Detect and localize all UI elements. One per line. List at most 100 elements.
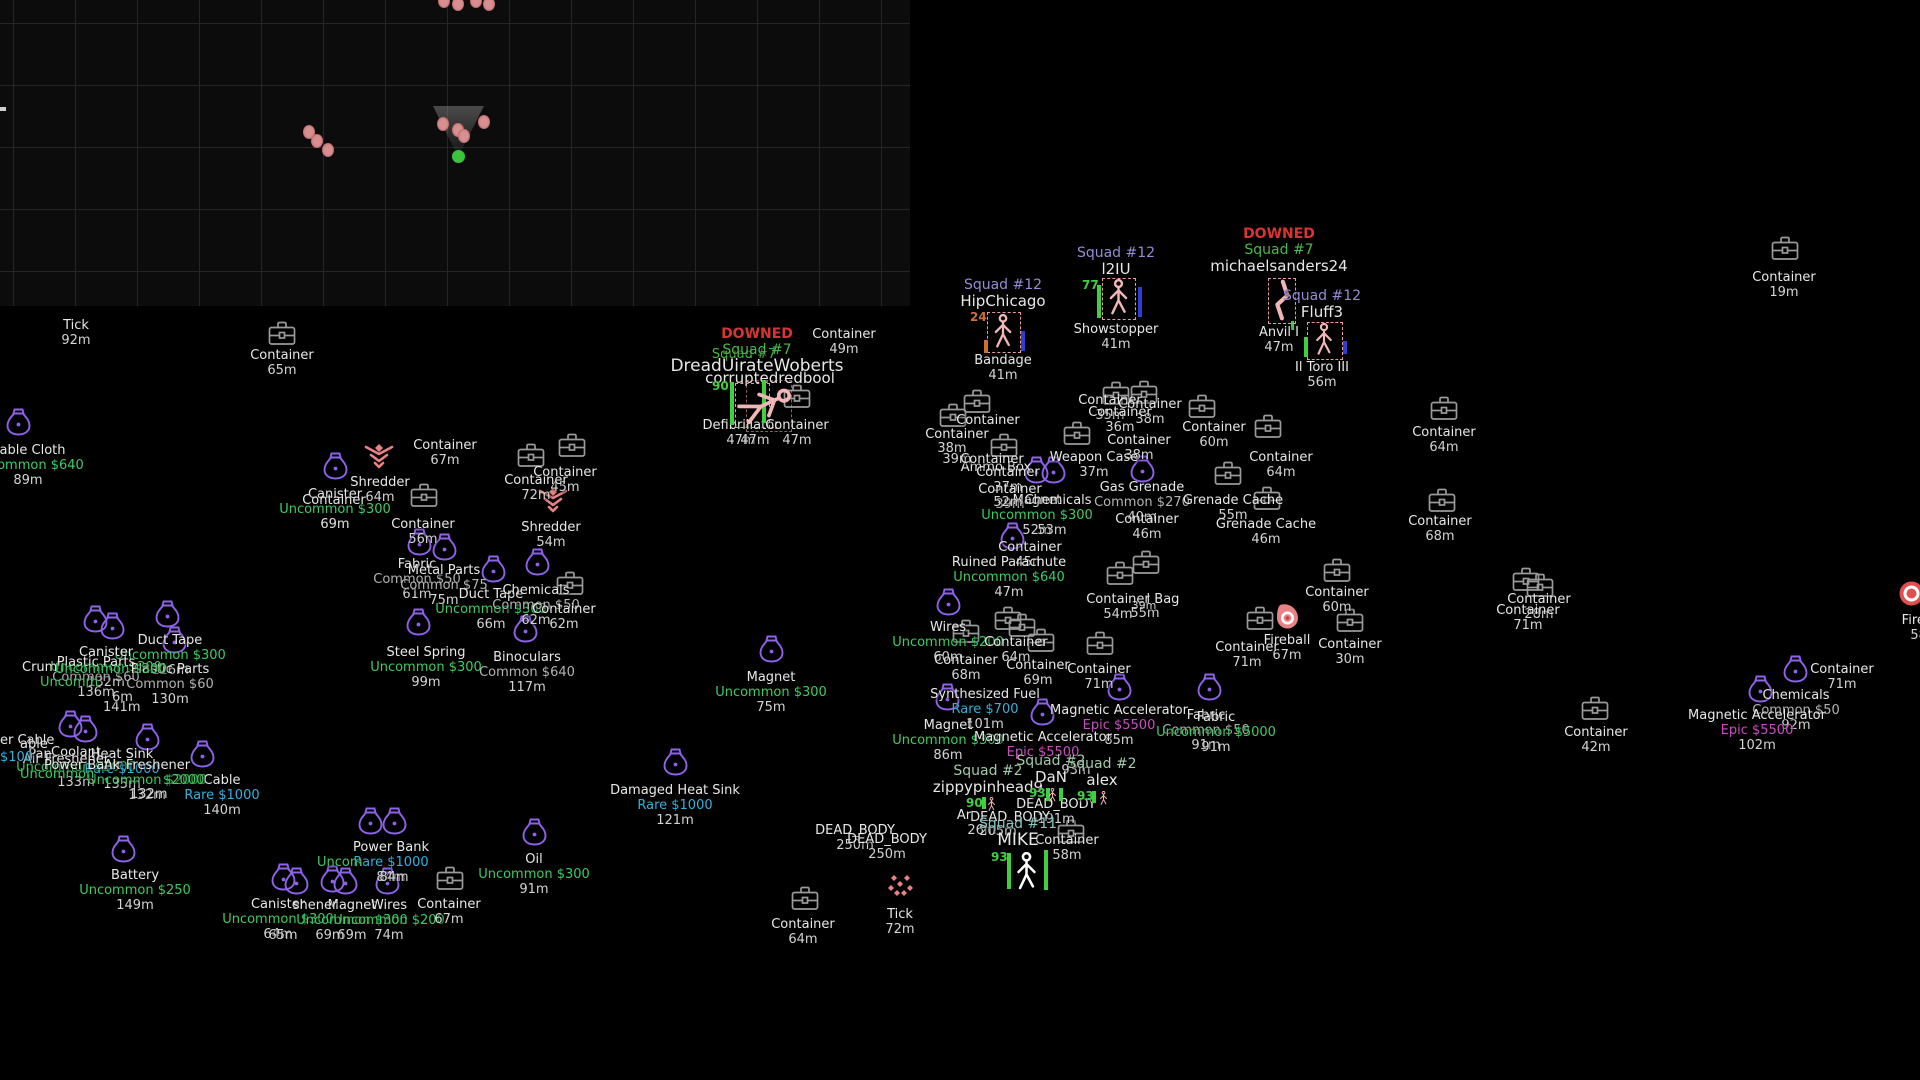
- loot-pouch-icon: [333, 867, 358, 895]
- item-distance: 75m: [756, 700, 786, 715]
- item-rarity: Uncommon $300: [370, 660, 482, 675]
- enemy-dot-icon: [311, 134, 323, 148]
- container-briefcase-icon: [1253, 413, 1283, 440]
- item-rarity: Common $50: [373, 572, 461, 587]
- item-name: Battery: [110, 868, 160, 883]
- item-distance: 46m: [1251, 532, 1281, 547]
- loot-pouch-icon: [6, 408, 31, 436]
- item-distance: 19m: [1769, 285, 1799, 300]
- item-rarity: Common $270: [1094, 495, 1190, 510]
- item-name: Shredder: [521, 520, 581, 535]
- item-distance: 37m: [993, 480, 1023, 495]
- loot-pouch-icon: [513, 615, 538, 643]
- item-rarity: Uncommon $300: [50, 660, 162, 675]
- loot-label: Air Freshener: [0, 752, 186, 767]
- item-name: Container: [391, 517, 455, 532]
- item-rarity: Uncommon $300: [715, 685, 827, 700]
- item-name: Container: [1107, 433, 1171, 448]
- item-name: Container: [1006, 658, 1070, 673]
- item-name: Container: [1215, 640, 1279, 655]
- item-name: Cable Cloth: [0, 443, 66, 458]
- item-distance: 47m: [726, 433, 756, 448]
- container-briefcase-icon: [435, 865, 465, 892]
- item-distance: 102m: [1738, 738, 1776, 753]
- loot-pouch-icon: [936, 588, 961, 616]
- container-briefcase-icon: [1511, 566, 1541, 593]
- item-rarity: Uncommon $300: [279, 502, 391, 517]
- loot-pouch-icon: [271, 863, 296, 891]
- loot-pouch-icon: [406, 608, 431, 636]
- item-name: Synthesized Fuel: [930, 687, 1040, 702]
- container-briefcase-icon: [790, 885, 820, 912]
- player-health-bar: [1097, 285, 1101, 318]
- player-hp: 90: [712, 379, 729, 393]
- item-rarity: Rare $1000: [637, 798, 713, 813]
- item-name: Duct Tape: [458, 587, 524, 602]
- player-health-bar: [982, 797, 986, 809]
- container-briefcase-icon: [1427, 487, 1457, 514]
- player-health-bar: [1021, 331, 1025, 351]
- player-hp: 93: [991, 850, 1008, 864]
- item-name: Magnetic Accelerator: [1688, 708, 1826, 723]
- player-dot-icon: [452, 150, 465, 163]
- item-distance: 135m: [103, 777, 141, 792]
- item-name: Container: [998, 540, 1062, 555]
- text-fragment: 39m: [1131, 599, 1157, 612]
- text-fragment: Uncomm: [40, 675, 99, 690]
- item-rarity: Common $75: [400, 578, 488, 593]
- item-distance: 67m: [1272, 648, 1302, 663]
- player-health-bar: [1138, 287, 1142, 317]
- item-name: Container: [765, 418, 829, 433]
- text-fragment: 6m: [112, 690, 133, 705]
- item-name: Bandage: [974, 353, 1032, 368]
- container-briefcase-icon: [1525, 572, 1555, 599]
- item-name: Magnet: [1012, 493, 1062, 508]
- item-distance: 140m: [203, 803, 241, 818]
- item-name: Container: [934, 653, 998, 668]
- player-skeleton-icon: [990, 313, 1016, 350]
- item-distance: 92m: [1781, 718, 1811, 733]
- item-rarity: Uncommon $200: [892, 635, 1004, 650]
- player-skeleton-icon: [1047, 787, 1058, 803]
- loot-label: Power Bank: [0, 758, 202, 773]
- loot-pouch-icon: [1024, 456, 1049, 484]
- item-name: Container: [1507, 592, 1571, 607]
- player-skeleton-icon: [1312, 322, 1336, 357]
- text-fragment: $100: [0, 750, 34, 765]
- text-fragment: Crum: [22, 660, 58, 675]
- player-squad: Squad #11: [978, 816, 1058, 832]
- text-fragment: l Bag: [1146, 592, 1180, 607]
- item-distance: 136m: [77, 685, 115, 700]
- item-distance: 86m: [933, 748, 963, 763]
- item-rarity: Uncommon $2000: [16, 760, 136, 775]
- item-distance: 58m: [1052, 848, 1082, 863]
- item-name: DEAD_BODY: [1016, 797, 1096, 812]
- player-squad: Squad #7: [1244, 242, 1314, 258]
- item-name: DEAD_BODY: [970, 810, 1050, 825]
- loot-pouch-icon: [190, 740, 215, 768]
- item-distance: 47m: [782, 433, 812, 448]
- player-health-bar: [1343, 341, 1347, 354]
- shredder-icon: [364, 443, 394, 470]
- player-health-bar: [762, 380, 766, 423]
